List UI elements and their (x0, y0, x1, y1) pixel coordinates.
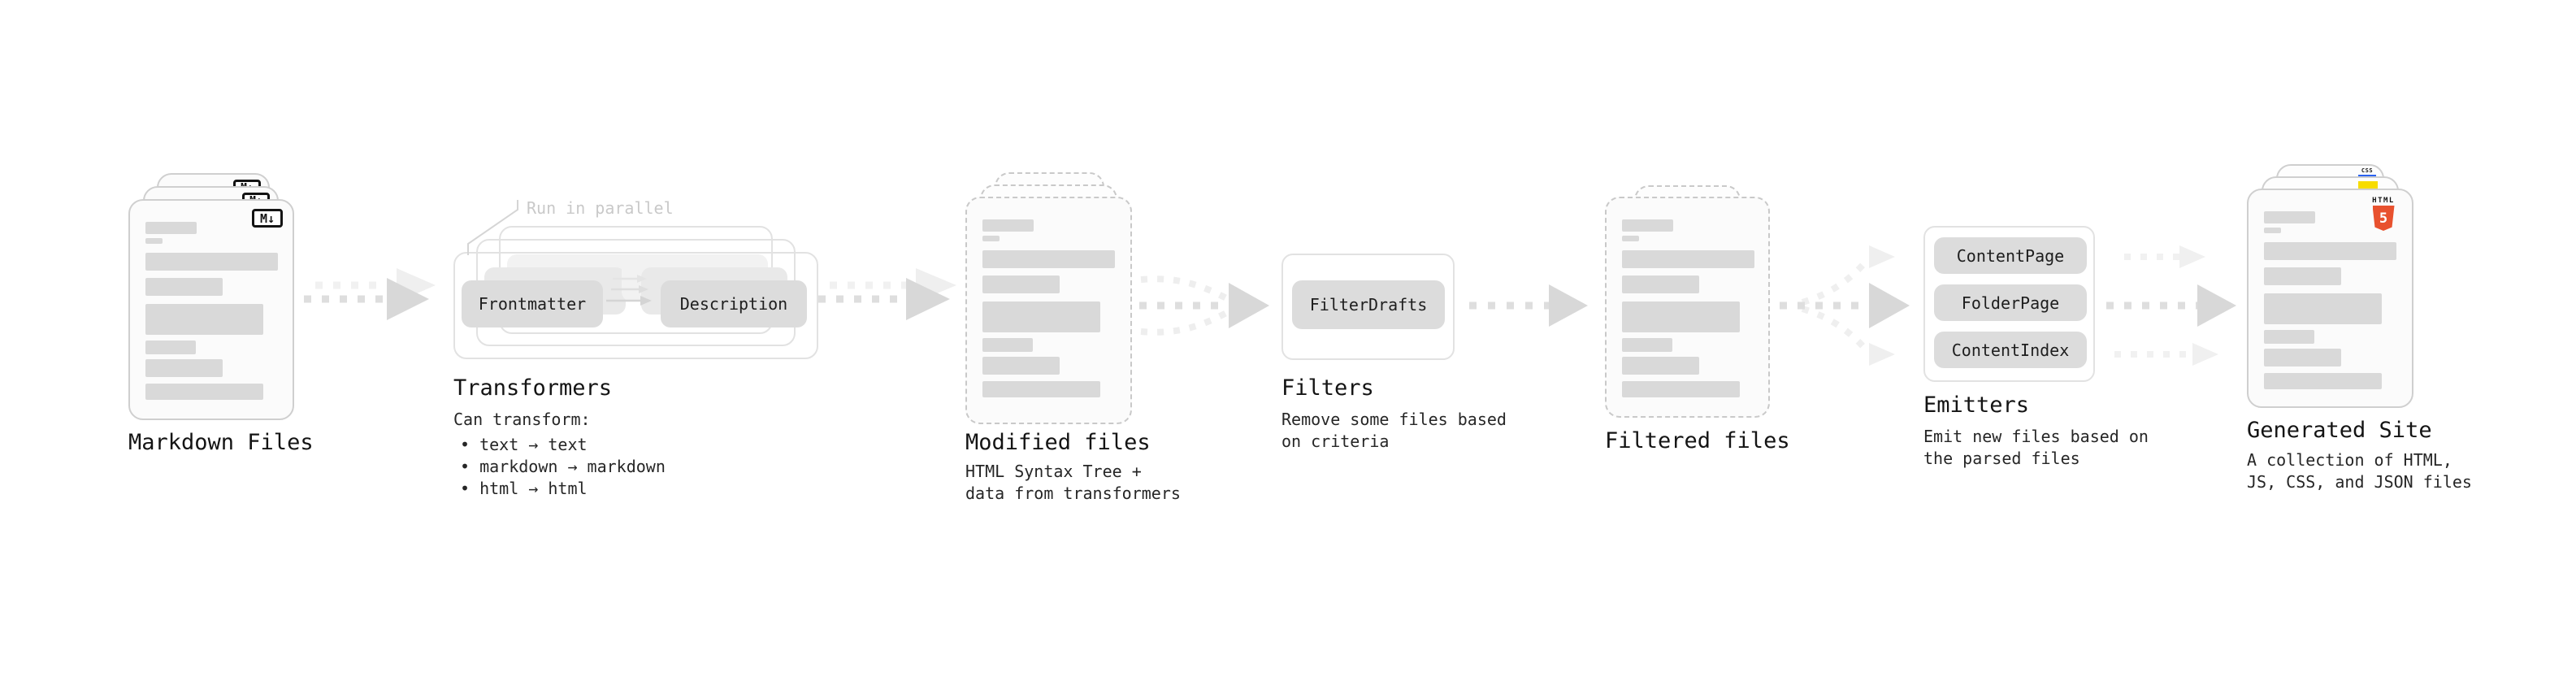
doc-text-line (1622, 219, 1673, 232)
transformers-bullet-3: • html → html (460, 479, 588, 498)
filtered-file-doc (1605, 197, 1770, 418)
doc-text-line (982, 275, 1060, 293)
doc-text-line (145, 222, 197, 234)
doc-text-line (1622, 275, 1699, 293)
transformers-desc-heading: Can transform: (453, 410, 591, 429)
filters-desc-line-1: Remove some files based (1281, 410, 1507, 429)
filters-desc-line-2: on criteria (1281, 432, 1390, 451)
doc-text-line (145, 384, 263, 400)
markdown-file-doc: M↓ (128, 199, 294, 420)
transformers-bullet-1: • text → text (460, 435, 588, 454)
doc-text-line (2264, 373, 2382, 389)
doc-text-line (145, 238, 163, 244)
emitter-folderpage-box: FolderPage (1934, 284, 2087, 321)
transformers-frame (453, 252, 818, 359)
stage-title-generated-site: Generated Site (2247, 418, 2432, 443)
doc-text-line (982, 357, 1060, 375)
doc-text-line (2264, 211, 2315, 223)
doc-text-line (145, 304, 263, 335)
emitter-contentindex-box: ContentIndex (1934, 332, 2087, 368)
generated-desc-line-2: JS, CSS, and JSON files (2247, 472, 2472, 492)
doc-text-line (2264, 330, 2314, 344)
modified-desc-line-2: data from transformers (965, 484, 1181, 503)
doc-text-line (2264, 349, 2341, 367)
doc-text-line (145, 340, 196, 354)
arrow-markdown-to-transformers (304, 268, 436, 320)
doc-text-line (1622, 381, 1740, 397)
doc-skeleton (130, 201, 293, 400)
doc-text-line (2264, 267, 2341, 285)
doc-text-line (1622, 301, 1740, 332)
doc-text-line (982, 250, 1115, 268)
stage-title-transformers: Transformers (453, 375, 613, 401)
doc-skeleton (1607, 198, 1768, 397)
emitters-desc-line-2: the parsed files (1923, 449, 2080, 468)
stage-title-filtered-files: Filtered files (1605, 428, 1790, 453)
arrow-modified-to-filters (1139, 275, 1269, 336)
transformer-frontmatter-box: Frontmatter (462, 280, 603, 327)
run-in-parallel-label: Run in parallel (527, 198, 674, 218)
transformers-bullet-2: • markdown → markdown (460, 457, 666, 476)
doc-text-line (145, 253, 278, 271)
stage-title-markdown-files: Markdown Files (128, 430, 314, 455)
modified-file-doc (965, 197, 1132, 424)
filter-filterdrafts-box: FilterDrafts (1292, 280, 1445, 329)
arrow-filtered-to-emitters (1780, 245, 1910, 366)
run-in-parallel-leader-line (467, 200, 518, 255)
doc-text-line (982, 301, 1100, 332)
markdown-icon: M↓ (252, 209, 283, 228)
stage-title-emitters: Emitters (1923, 393, 2030, 418)
arrow-emitters-to-generated (2106, 245, 2236, 366)
emitters-frame (1923, 226, 2095, 382)
arrow-filters-to-filtered (1469, 284, 1588, 327)
doc-text-line (1622, 236, 1639, 241)
doc-text-line (982, 219, 1034, 232)
transformer-inner-arrows (606, 275, 652, 306)
emitter-contentpage-box: ContentPage (1934, 237, 2087, 274)
generated-desc-line-1: A collection of HTML, (2247, 450, 2452, 470)
doc-text-line (2264, 293, 2382, 324)
stage-title-filters: Filters (1281, 375, 1374, 401)
doc-text-line (1622, 357, 1699, 375)
doc-text-line (982, 381, 1100, 397)
generated-site-doc: HTML 5 (2247, 189, 2413, 408)
doc-text-line (2264, 228, 2281, 233)
stage-title-modified-files: Modified files (965, 430, 1151, 455)
transformer-description-box: Description (661, 280, 807, 327)
doc-skeleton (967, 198, 1130, 397)
doc-text-line (1622, 250, 1754, 268)
doc-text-line (982, 236, 1000, 241)
arrow-transformers-to-modified (818, 268, 956, 320)
html5-icon: HTML 5 (2365, 197, 2402, 231)
doc-text-line (982, 338, 1033, 352)
css-icon: CSS (2358, 168, 2376, 177)
modified-desc-line-1: HTML Syntax Tree + (965, 462, 1142, 481)
doc-text-line (145, 278, 223, 296)
doc-text-line (2264, 242, 2396, 260)
doc-text-line (1622, 338, 1672, 352)
doc-skeleton (2249, 190, 2412, 389)
doc-text-line (145, 359, 223, 377)
emitters-desc-line-1: Emit new files based on (1923, 427, 2149, 446)
filters-frame (1281, 254, 1455, 360)
